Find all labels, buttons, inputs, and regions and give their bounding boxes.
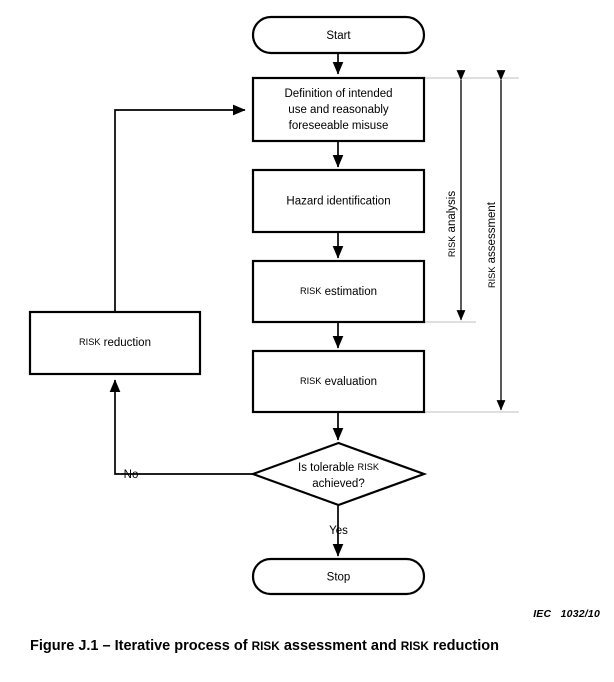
figure-caption-prefix: Figure J.1 – Iterative process of — [30, 638, 252, 654]
node-definition-label-line1: Definition of intended — [284, 88, 392, 100]
figure-caption-sc-risk-2: RISK — [400, 639, 429, 653]
edge-label-yes: Yes — [329, 525, 348, 537]
node-decision-label-line1-a: Is tolerable — [298, 462, 357, 474]
bracket-label-risk-assessment: RISK assessment — [486, 201, 498, 288]
node-decision-label-line2: achieved? — [312, 478, 364, 490]
figure-caption-mid: assessment and — [279, 638, 401, 654]
figure-caption-sc-risk-1: RISK — [251, 639, 280, 653]
node-hazard-identification[interactable] — [251, 168, 426, 234]
bracket-label-risk-analysis: RISK analysis — [446, 191, 458, 257]
node-decision-tolerable-risk[interactable] — [249, 441, 428, 507]
node-risk-evaluation-label: RISK evaluation — [300, 376, 377, 388]
node-risk-reduction-rest: reduction — [100, 337, 151, 349]
bracket-label-risk-assessment-rest: assessment — [486, 201, 498, 266]
node-risk-reduction-label: RISK reduction — [79, 337, 151, 349]
edge-label-no: No — [124, 469, 139, 481]
node-decision-label-line1: Is tolerable RISK — [298, 462, 380, 474]
node-risk-estimation[interactable] — [251, 259, 426, 324]
edge-decision-to-reduction — [109, 379, 253, 475]
figure-caption-suffix: reduction — [428, 638, 499, 654]
node-start-label: Start — [326, 30, 351, 42]
node-stop-label: Stop — [327, 572, 351, 584]
node-start[interactable] — [251, 15, 426, 55]
node-risk-reduction-sc: RISK — [79, 337, 101, 347]
node-risk-evaluation-rest: evaluation — [321, 376, 377, 388]
bracket-label-risk-assessment-sc: RISK — [487, 266, 497, 288]
bracket-label-risk-analysis-sc: RISK — [447, 235, 457, 257]
node-definition[interactable] — [251, 76, 426, 143]
bracket-label-risk-analysis-rest: analysis — [446, 191, 458, 236]
node-hazard-identification-label: Hazard identification — [286, 196, 390, 208]
node-risk-reduction[interactable] — [28, 310, 202, 376]
node-risk-estimation-sc: RISK — [300, 286, 322, 296]
node-decision-label-line1-sc: RISK — [358, 462, 380, 472]
node-risk-evaluation[interactable] — [251, 349, 426, 414]
node-definition-label-line3: foreseeable misuse — [289, 120, 389, 132]
edge-reduction-to-definition — [114, 104, 246, 312]
node-definition-label-line2: use and reasonably — [288, 104, 389, 116]
node-risk-estimation-rest: estimation — [321, 286, 377, 298]
iec-source-reference: IEC 1032/10 — [533, 608, 600, 620]
node-risk-estimation-label: RISK estimation — [300, 286, 377, 298]
node-risk-evaluation-sc: RISK — [300, 376, 322, 386]
figure-caption: Figure J.1 – Iterative process of RISK a… — [30, 638, 499, 654]
node-stop[interactable] — [251, 557, 426, 596]
